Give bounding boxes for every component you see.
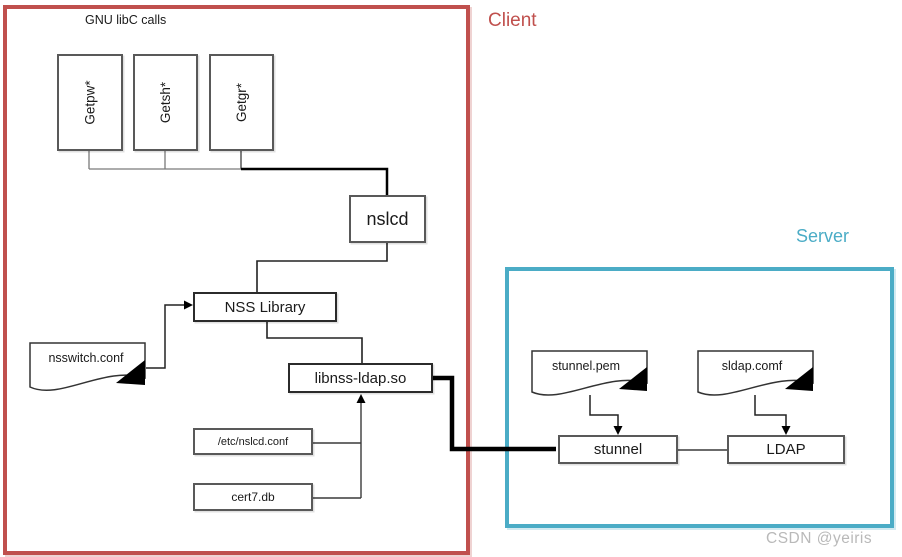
watermark-text: CSDN @yeiris xyxy=(766,530,873,547)
node-getpw: Getpw* xyxy=(57,54,123,151)
document-stunnel-pem-label: stunnel.pem xyxy=(551,359,621,373)
node-libnss-ldap-so: libnss-ldap.so xyxy=(288,363,433,393)
node-cert7-db: cert7.db xyxy=(193,483,313,511)
node-getgr-label: Getgr* xyxy=(234,82,249,123)
node-ldap: LDAP xyxy=(727,435,845,464)
server-region-label: Server xyxy=(796,226,850,246)
node-getgr: Getgr* xyxy=(209,54,274,151)
node-getsh: Getsh* xyxy=(133,54,198,151)
node-nslcd: nslcd xyxy=(349,195,426,243)
node-stunnel: stunnel xyxy=(558,435,678,464)
document-nsswitch-conf-label: nsswitch.conf xyxy=(48,351,124,365)
node-etc-nslcd-conf: /etc/nslcd.conf xyxy=(193,428,313,455)
node-nss-library: NSS Library xyxy=(193,292,337,322)
client-region-label: Client xyxy=(488,10,537,31)
node-getsh-label: Getsh* xyxy=(158,81,173,124)
server-region-border xyxy=(505,267,894,528)
document-sldap-comf-label: sldap.comf xyxy=(721,359,783,373)
node-getpw-label: Getpw* xyxy=(82,80,98,125)
group-title-gnu-libc: GNU libC calls xyxy=(85,13,167,27)
client-region-border xyxy=(3,5,470,555)
